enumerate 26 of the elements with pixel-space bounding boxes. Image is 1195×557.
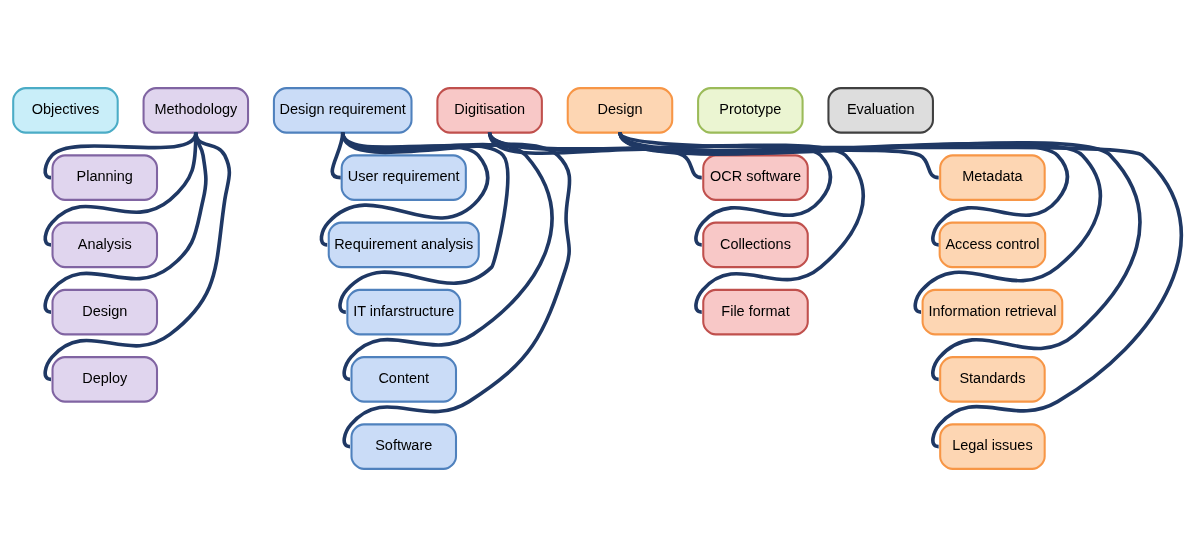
node-box: Deploy <box>51 356 159 403</box>
node-box: Objectives <box>12 87 119 134</box>
node-box: Design <box>566 87 674 134</box>
node-box: Information retrieval <box>921 288 1064 336</box>
node-box: Analysis <box>51 221 159 269</box>
node-box: Metadata <box>939 154 1046 201</box>
node-box: Access control <box>938 221 1047 269</box>
node-box: Design requirement <box>272 87 413 134</box>
connector <box>488 131 865 314</box>
node-box: Software <box>350 423 458 470</box>
node-box: User requirement <box>340 154 467 201</box>
node-box: OCR software <box>702 154 809 201</box>
node-box: Design <box>51 288 159 336</box>
node-box: Legal issues <box>939 423 1046 470</box>
connector <box>341 132 572 449</box>
node-box: Methodology <box>142 87 250 134</box>
node-box: Content <box>350 356 458 403</box>
node-box: IT infarstructure <box>346 288 462 336</box>
node-box: Evaluation <box>827 87 934 134</box>
node-box: File format <box>702 288 809 336</box>
node-box: Digitisation <box>436 87 543 134</box>
node-box: Standards <box>939 356 1046 403</box>
node-box: Collections <box>702 221 809 269</box>
node-box: Planning <box>51 154 159 201</box>
node-box: Prototype <box>697 87 804 134</box>
node-box: Requirement analysis <box>327 221 480 269</box>
